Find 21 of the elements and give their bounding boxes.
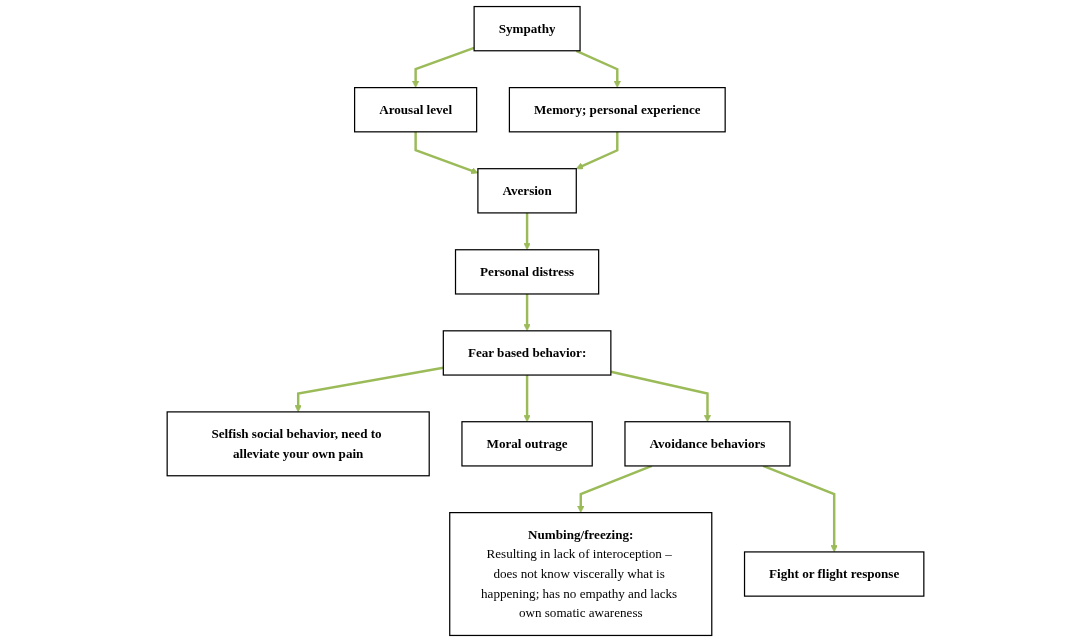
- arrow: [577, 464, 653, 513]
- arrow: [523, 375, 531, 423]
- node-box: Numbing/freezing: Resulting in lack of interoception – does not know viscerally what is happening; has no empathy and lacks own somatic awareness: [449, 512, 713, 637]
- node-box: Fear based behavior:: [442, 330, 612, 376]
- arrow: [294, 366, 444, 413]
- arrow: [575, 131, 619, 170]
- node-box: Arousal level: [354, 87, 478, 133]
- arrow: [610, 370, 712, 423]
- node-box: Memory; personal experience: [508, 87, 726, 133]
- node-box: Sympathy: [473, 5, 581, 52]
- node-box: Moral outrage: [461, 421, 593, 467]
- node-box: Aversion: [477, 168, 577, 214]
- node-box: Selfish social behavior, need to alleviate your own pain: [166, 411, 430, 477]
- arrow: [523, 294, 531, 332]
- node-box: Fight or flight response: [743, 551, 925, 597]
- arrow: [575, 49, 621, 88]
- arrow: [412, 46, 475, 88]
- node-box: Personal distress: [454, 249, 600, 295]
- arrow: [762, 464, 838, 553]
- node-box: Avoidance behaviors: [624, 421, 791, 467]
- arrow: [523, 212, 531, 251]
